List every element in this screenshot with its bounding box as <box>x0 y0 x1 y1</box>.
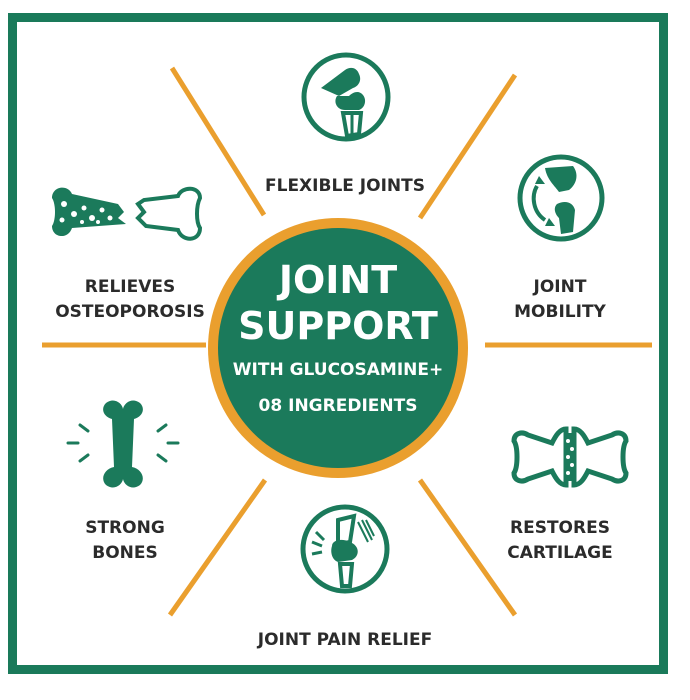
label-restores-cartilage-line1: RESTORES <box>510 518 610 538</box>
center-badge: JOINT SUPPORT WITH GLUCOSAMINE+ 08 INGRE… <box>208 218 468 478</box>
broken-bone-icon <box>52 186 203 241</box>
center-title-line1: JOINT <box>278 258 398 302</box>
ray-top-left <box>169 66 267 217</box>
center-subtitle-line2: 08 INGREDIENTS <box>258 396 418 416</box>
ray-top-right <box>417 73 518 220</box>
knee-pain-icon <box>300 504 390 594</box>
label-relieves-osteoporosis-line1: RELIEVES <box>84 277 176 297</box>
label-joint-pain-relief: JOINT PAIN RELIEF <box>257 630 433 650</box>
center-subtitle-line1: WITH GLUCOSAMINE+ <box>232 360 444 380</box>
ray-bottom-left <box>167 478 268 617</box>
label-strong-bones-line2: BONES <box>92 543 158 563</box>
center-badge-inner: JOINT SUPPORT WITH GLUCOSAMINE+ 08 INGRE… <box>218 228 458 468</box>
label-strong-bones-line1: STRONG <box>85 518 165 538</box>
label-joint-mobility-line2: MOBILITY <box>514 302 606 322</box>
cartilage-joint-icon <box>511 426 629 488</box>
ray-bottom-right <box>417 478 518 617</box>
joint-rotation-icon <box>517 154 605 242</box>
label-restores-cartilage-line2: CARTILAGE <box>507 543 613 563</box>
knee-joint-icon <box>301 52 391 142</box>
center-title-line2: SUPPORT <box>238 304 438 348</box>
bone-icon <box>66 400 180 488</box>
label-flexible-joints: FLEXIBLE JOINTS <box>265 176 425 196</box>
label-joint-mobility-line1: JOINT <box>533 277 587 297</box>
label-relieves-osteoporosis-line2: OSTEOPOROSIS <box>55 302 205 322</box>
